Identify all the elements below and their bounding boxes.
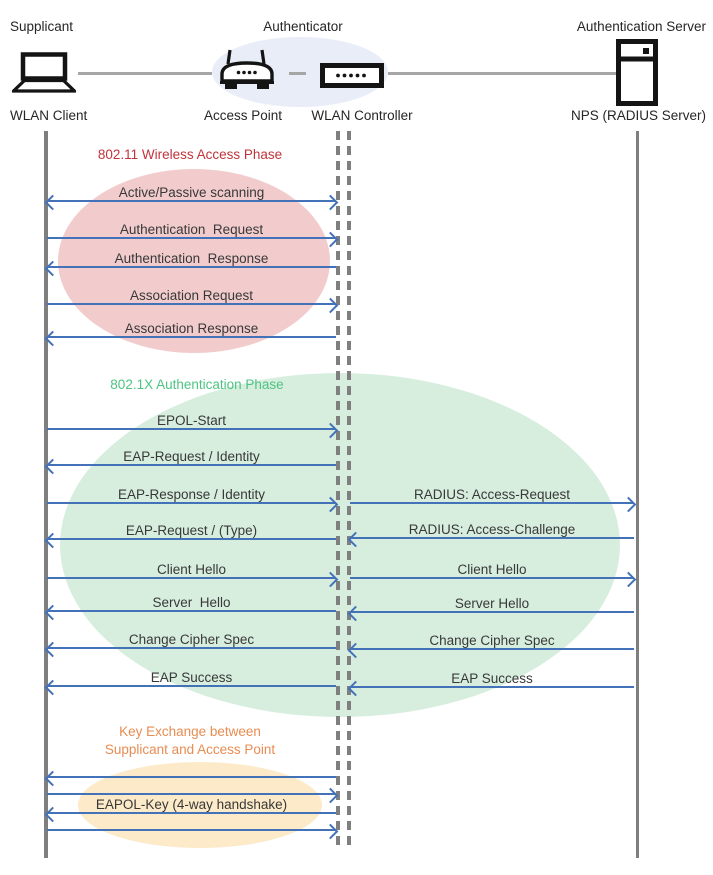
sequence-message: EAP-Request / (Type) [44,523,336,548]
lifeline-authenticator-dashed-left [336,131,340,850]
message-label: EAP-Request / Identity [123,449,260,464]
message-arrow-line [47,793,336,795]
sequence-message: Authentication Response [44,251,336,276]
message-arrow-line [47,464,336,466]
message-arrow-line [350,577,634,579]
device-label-wlan-client: WLAN Client [10,108,88,123]
phase-ellipse-8021x [60,373,620,717]
role-label-authentication-server: Authentication Server [576,19,706,34]
sequence-message: EAPOL-Key (4-way handshake) [44,797,336,822]
sequence-message: Server Hello [347,596,634,621]
message-label: Server Hello [152,595,231,610]
phase-title-key-exchange: Key Exchange between Supplicant and Acce… [75,723,305,759]
message-arrow-line [47,266,336,268]
message-label: Server Hello [454,596,530,611]
message-arrow-line [47,237,336,239]
device-label-wlan-controller: WLAN Controller [311,108,413,123]
message-label: Client Hello [156,562,227,577]
message-label: Association Response [124,321,259,336]
sequence-message [44,770,336,786]
sequence-message: Change Cipher Spec [44,632,336,657]
message-arrow-line [47,610,336,612]
lifeline-radius-server [636,131,639,858]
phase-ellipse-80211 [58,169,330,353]
sequence-message: EAP-Request / Identity [44,449,336,474]
phase-title-80211-wireless-access: 802.11 Wireless Access Phase [97,147,283,162]
message-arrow-line [350,502,634,504]
wlan-controller-icon [320,63,384,88]
sequence-message [47,823,339,839]
phase-title-key-exchange-line2: Supplicant and Access Point [104,742,276,757]
laptop-icon [12,52,76,93]
lifeline-authenticator-dashed-right [347,131,351,850]
sequence-message: Active/Passive scanning [44,185,339,210]
message-label: Authentication Request [119,222,264,237]
sequence-message: EPOL-Start [47,413,339,438]
message-arrow-line [350,686,634,688]
message-arrow-line [47,336,336,338]
message-label: Authentication Response [114,251,269,266]
message-label: Change Cipher Spec [128,632,255,647]
role-label-authenticator: Authenticator [263,19,343,34]
message-label: RADIUS: Access-Request [413,487,571,502]
message-label: EPOL-Start [156,413,227,428]
device-label-nps-radius-server: NPS (RADIUS Server) [570,108,706,123]
message-label: EAP Success [451,671,533,686]
message-arrow-line [47,428,336,430]
message-label: Association Request [129,288,254,303]
message-label: EAPOL-Key (4-way handshake) [95,797,288,812]
message-arrow-line [47,303,336,305]
sequence-message: EAP Success [44,670,336,695]
sequence-message: Client Hello [47,562,339,587]
sequence-message: RADIUS: Access-Request [350,487,637,512]
sequence-message [47,787,339,803]
phase-title-key-exchange-line1: Key Exchange between [119,724,261,739]
server-icon [616,39,658,106]
message-arrow-line [47,685,336,687]
message-arrow-line [47,502,336,504]
message-label: Client Hello [457,562,527,577]
message-arrow-line [47,647,336,649]
device-label-access-point: Access Point [203,108,283,123]
message-arrow-line [47,829,336,831]
message-arrow-line [350,537,634,539]
message-arrow-line [350,648,634,650]
message-label: RADIUS: Access-Challenge [408,522,576,537]
message-label: EAP-Request / (Type) [125,523,258,538]
message-arrow-line [47,812,336,814]
sequence-message: Association Response [44,321,336,346]
message-label: Change Cipher Spec [429,633,555,648]
link-client-to-ap [78,72,212,75]
sequence-message: Server Hello [44,595,336,620]
sequence-message: Authentication Request [47,222,339,247]
message-label: EAP Success [150,670,233,685]
message-arrow-line [47,538,336,540]
access-point-icon [220,49,274,89]
link-controller-to-server [388,72,617,75]
sequence-message: RADIUS: Access-Challenge [347,522,634,547]
sequence-message: Association Request [47,288,339,313]
lifeline-wlan-client [44,131,48,858]
message-arrow-line [47,776,336,778]
message-arrow-line [350,611,634,613]
role-label-supplicant: Supplicant [10,19,74,34]
sequence-message: EAP-Response / Identity [47,487,339,512]
link-ap-to-controller [289,72,306,75]
sequence-message: Change Cipher Spec [347,633,634,658]
message-label: EAP-Response / Identity [117,487,266,502]
message-label: Active/Passive scanning [118,185,265,200]
sequence-message: Client Hello [350,562,637,587]
message-arrow-line [47,577,336,579]
message-arrow-line [47,200,336,202]
phase-title-8021x-authentication: 802.1X Authentication Phase [110,377,284,392]
sequence-message: EAP Success [347,671,634,696]
